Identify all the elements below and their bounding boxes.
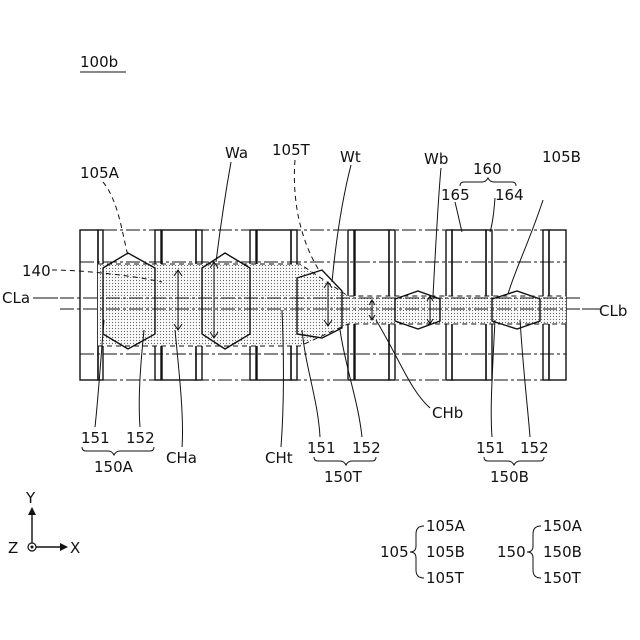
legend-150-item-1: 150A [543,517,583,535]
label-CLa: CLa [2,289,30,307]
legend-105-item-2: 105B [426,543,465,561]
label-Wa: Wa [225,144,248,162]
axis-y-label: Y [25,489,36,507]
gate-electrode [80,230,98,380]
axis-x-label: X [70,539,80,557]
legend-105-parent: 105 [380,543,409,561]
legend-group-105: 105 105A 105B 105T [380,517,466,587]
label-160: 160 [473,160,502,178]
label-151-B: 151 [476,439,505,457]
legend-group-150: 150 150A 150B 150T [497,517,583,587]
label-CHt: CHt [265,449,293,467]
label-165: 165 [441,186,470,204]
label-CLb: CLb [599,302,627,320]
legend-150-item-3: 150T [543,569,582,587]
label-CHa: CHa [166,449,197,467]
label-105A: 105A [80,164,120,182]
label-152-A: 152 [126,429,155,447]
label-164: 164 [495,186,524,204]
label-150T: 150T [324,468,363,486]
label-150A: 150A [94,458,134,476]
legend-150-parent: 150 [497,543,526,561]
figure-id: 100b [80,53,118,71]
label-150B: 150B [490,468,529,486]
label-151-A: 151 [81,429,110,447]
label-105T: 105T [272,141,311,159]
label-152-T: 152 [352,439,381,457]
legend-105-item-1: 105A [426,517,466,535]
label-140: 140 [22,262,51,280]
label-Wb: Wb [424,150,448,168]
label-151-T: 151 [307,439,336,457]
label-152-B: 152 [520,439,549,457]
legend-105-item-3: 105T [426,569,465,587]
axis-z-label: Z [8,539,18,557]
axis-indicator: Y Z X [8,489,80,557]
legend-150-item-2: 150B [543,543,582,561]
label-105B: 105B [542,148,581,166]
label-Wt: Wt [340,148,361,166]
label-CHb: CHb [432,404,463,422]
